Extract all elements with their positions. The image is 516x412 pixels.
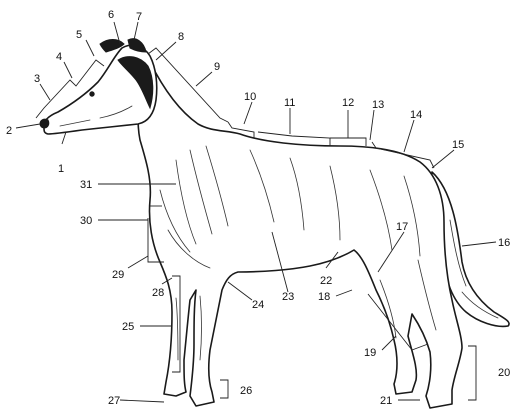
label-28: 28 (152, 287, 164, 299)
label-31: 31 (80, 179, 92, 191)
label-19: 19 (364, 347, 376, 359)
label-10: 10 (244, 91, 256, 103)
label-18: 18 (318, 291, 330, 303)
label-26: 26 (240, 385, 252, 397)
label-17: 17 (396, 221, 408, 233)
label-2: 2 (6, 125, 12, 137)
label-27: 27 (108, 395, 120, 407)
dog-nose (40, 119, 49, 128)
label-30: 30 (80, 215, 92, 227)
label-20: 20 (498, 367, 510, 379)
label-4: 4 (56, 51, 62, 63)
label-21: 21 (380, 395, 392, 407)
label-24: 24 (252, 299, 264, 311)
label-1: 1 (58, 163, 64, 175)
label-14: 14 (410, 109, 422, 121)
label-29: 29 (112, 269, 124, 281)
label-9: 9 (214, 61, 220, 73)
label-7: 7 (136, 11, 142, 23)
label-6: 6 (108, 9, 114, 21)
label-11: 11 (284, 97, 295, 109)
label-5: 5 (76, 29, 82, 41)
label-13: 13 (372, 99, 384, 111)
dog-illustration (40, 39, 509, 408)
label-8: 8 (178, 31, 184, 43)
label-3: 3 (34, 73, 40, 85)
label-23: 23 (282, 291, 294, 303)
label-15: 15 (452, 139, 464, 151)
label-25: 25 (122, 321, 134, 333)
label-22: 22 (320, 275, 332, 287)
label-16: 16 (498, 237, 510, 249)
label-12: 12 (342, 97, 354, 109)
dog-eye (90, 92, 94, 96)
